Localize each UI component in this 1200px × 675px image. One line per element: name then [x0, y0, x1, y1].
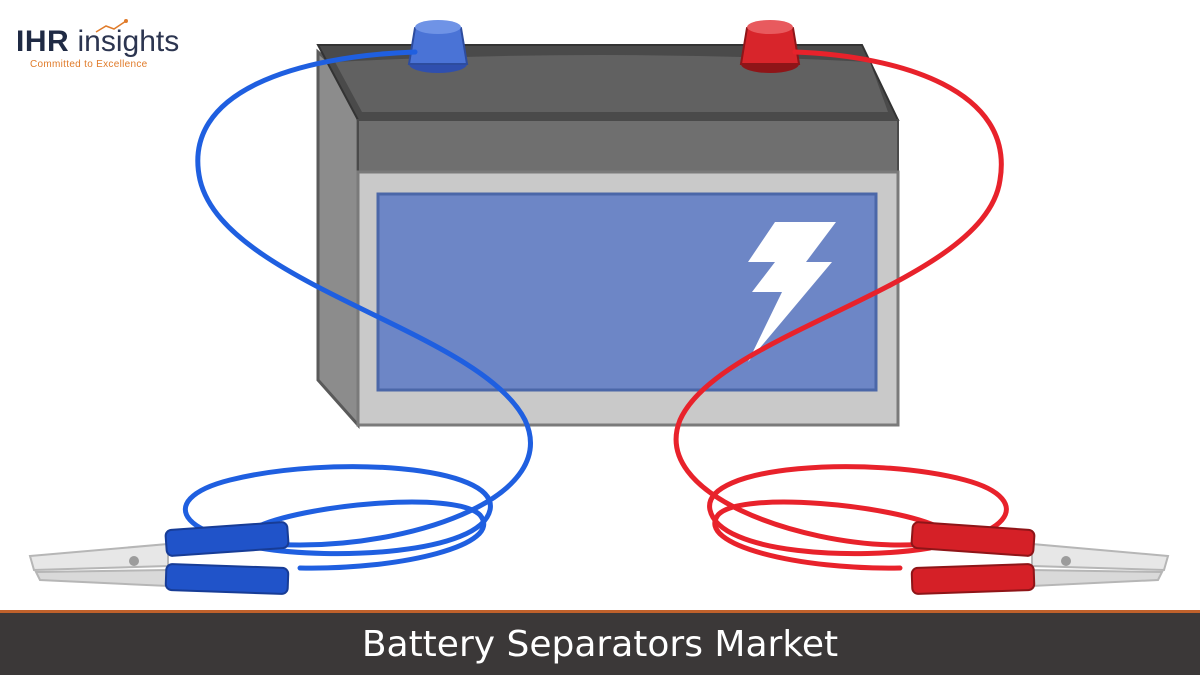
negative-terminal [407, 20, 469, 73]
battery-illustration [28, 20, 1170, 595]
negative-cable [183, 49, 533, 571]
negative-clamp [28, 521, 290, 595]
positive-clamp [910, 521, 1170, 595]
trend-line-icon [95, 19, 128, 33]
logo-brand-strong: IHR [16, 25, 70, 58]
logo-brand-light: insights [77, 25, 180, 58]
logo-wordmark: IHR insights [16, 26, 179, 58]
lightning-bolt-icon [748, 222, 836, 362]
page-title: Battery Separators Market [361, 624, 839, 665]
company-logo[interactable]: IHR insights Committed to Excellence [16, 18, 179, 74]
positive-terminal [739, 20, 801, 73]
battery [316, 44, 900, 429]
positive-cable [673, 49, 1009, 571]
logo-tagline: Committed to Excellence [30, 59, 148, 70]
title-banner: Battery Separators Market [0, 610, 1200, 675]
